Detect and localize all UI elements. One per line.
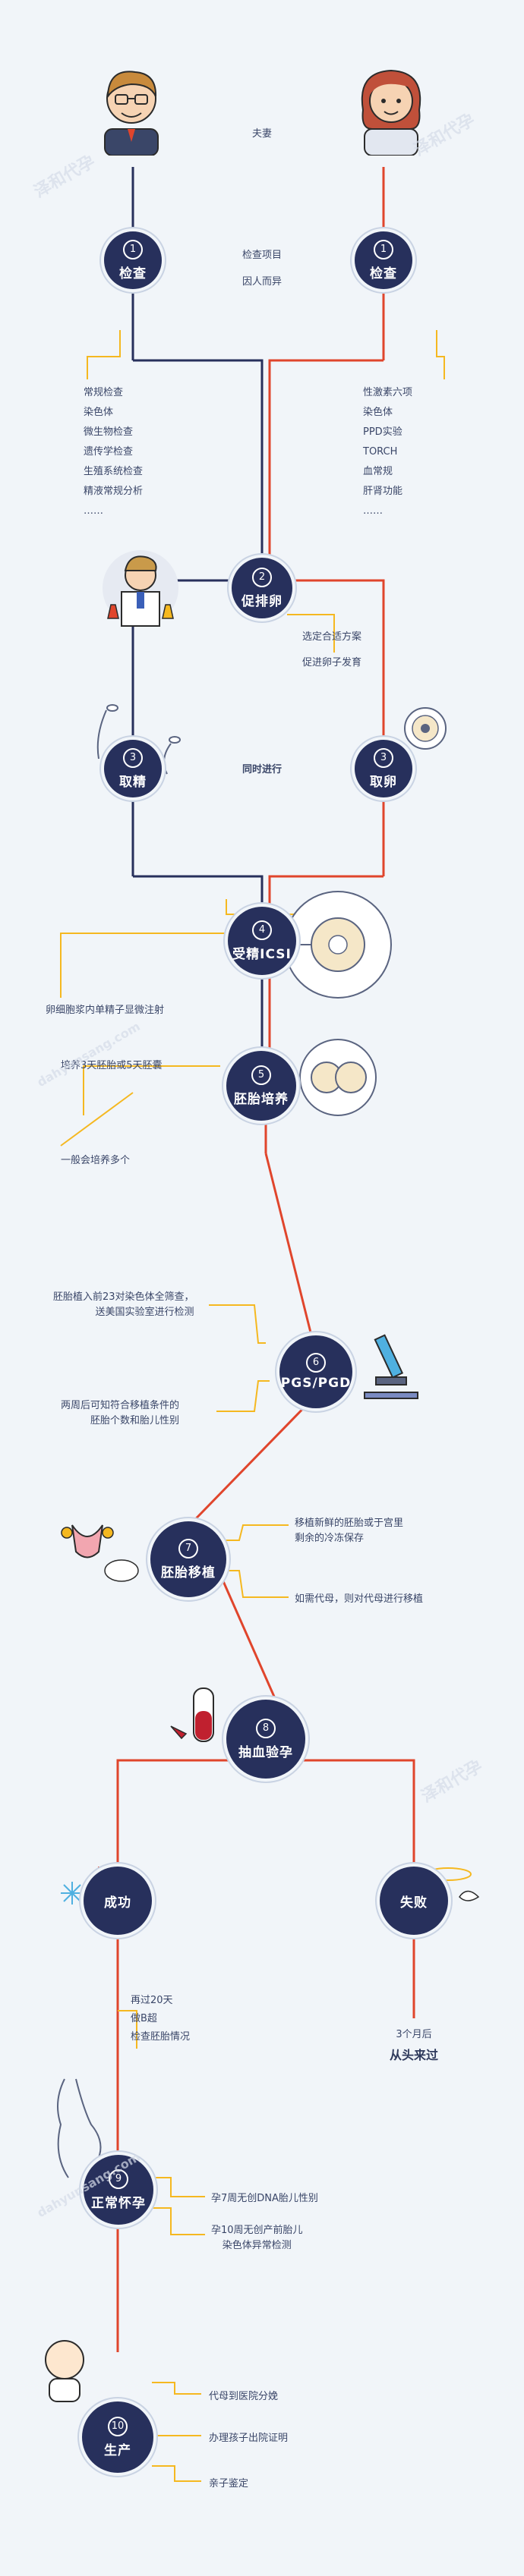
microscope-icon [364,1334,418,1399]
step1-female-number: 1 [374,239,393,259]
list-item: 肝肾功能 [363,486,403,497]
step2-title: 促排卵 [241,593,283,609]
pregnant-woman-icon [57,2078,102,2178]
note-brackets [60,330,445,2482]
uterus-icon [61,1524,139,1582]
list-item: 染色体 [84,407,114,418]
list-item: 性激素六项 [363,387,413,398]
step1-male-node: 1 检查 [104,231,162,289]
step10-number: 10 [108,2416,128,2436]
couple-label: 夫妻 [251,128,272,140]
step7-number: 7 [178,1538,198,1558]
step4-node: 4 受精ICSI [228,907,296,975]
step5-title: 胚胎培养 [234,1091,289,1107]
step6-number: 6 [306,1353,326,1373]
egg-icon [404,707,447,750]
step6-note-2: 两周后可知符合移植条件的 胚胎个数和胎儿性别 [61,1400,180,1426]
step3-right-title: 取卵 [370,774,397,790]
success-notes: 再过20天 做B超 检查胚胎情况 [131,1992,190,2046]
step7-note-1: 移植新鲜的胚胎或于宫里 剩余的冷冻保存 [295,1518,404,1544]
list-item: 染色体 [363,407,393,418]
list-item: 精液常规分析 [84,486,144,497]
step3-left-number: 3 [123,747,143,768]
embryo-icon [299,1039,377,1116]
step1-male-number: 1 [123,239,143,259]
step5-note-2: 一般会培养多个 [61,1155,131,1166]
list-item: PPD实验 [363,426,402,438]
step1-center-2: 因人而异 [241,276,282,288]
step8-title: 抽血验孕 [238,1744,293,1760]
step9-note-2: 孕10周无创产前胎儿 染色体异常检测 [211,2225,303,2251]
step10-note-2: 办理孩子出院证明 [209,2433,289,2444]
step2-number: 2 [252,567,272,587]
step7-title: 胚胎移植 [161,1565,216,1581]
list-item: 遗传学检查 [84,446,134,458]
step5-node: 5 胚胎培养 [226,1051,296,1121]
step3-right-node: 3 取卵 [355,740,412,797]
step2-node: 2 促排卵 [232,558,292,618]
step9-node: 9 正常怀孕 [84,2155,153,2225]
list-item: TORCH [363,446,398,458]
step8-number: 8 [256,1718,276,1738]
step10-node: 10 生产 [82,2401,153,2473]
step7-note-2: 如需代母，则对代母进行移植 [295,1593,424,1605]
step2-note-2: 促进卵子发育 [302,657,362,668]
step5-note-1: 培养3天胚胎或5天胚囊 [61,1060,163,1071]
sperm-icon [96,704,181,775]
fail-big-note: 从头来过 [389,2048,438,2062]
step6-node: 6 PGS/PGD [279,1335,352,1408]
list-item: …… [363,505,383,517]
blood-tube-icon [170,1687,214,1742]
step3-center-label: 同时进行 [241,764,282,775]
step1-female-list: 性激素六项 染色体 PPD实验 TORCH 血常规 肝肾功能 …… [363,383,412,521]
step6-title: PGS/PGD [280,1376,352,1391]
step4-note: 卵细胞浆内单精子显微注射 [46,1005,165,1016]
step3-left-title: 取精 [119,774,147,790]
step7-node: 7 胚胎移植 [150,1521,226,1597]
step8-node: 8 抽血验孕 [226,1700,305,1779]
list-item: 常规检查 [84,387,124,398]
step4-title: 受精ICSI [232,946,292,962]
step1-female-node: 1 检查 [355,231,412,289]
list-item: 微生物检查 [84,426,134,438]
fail-node: 失败 [380,1867,448,1935]
fail-title: 失败 [400,1895,428,1911]
step10-note-3: 亲子鉴定 [209,2478,249,2490]
list-item: 做B超 [131,2013,157,2024]
doctor-icon [103,550,178,627]
step10-title: 生产 [104,2442,131,2458]
list-item: 血常规 [363,466,393,477]
success-node: 成功 [84,1867,152,1935]
step1-male-list: 常规检查 染色体 微生物检查 遗传学检查 生殖系统检查 精液常规分析 …… [84,383,143,521]
step9-number: 9 [109,2169,128,2189]
baby-icon [45,2340,84,2402]
success-title: 成功 [104,1895,131,1911]
step1-female-title: 检查 [370,266,397,282]
icsi-microscope-icon [284,891,392,999]
step3-left-node: 3 取精 [104,740,162,797]
husband-avatar [90,57,173,156]
step1-male-title: 检查 [119,266,147,282]
step4-number: 4 [252,920,272,940]
step10-note-1: 代母到医院分娩 [209,2391,279,2402]
list-item: …… [84,505,103,517]
fail-note: 3个月后 [396,2029,432,2040]
step9-note-1: 孕7周无创DNA胎儿性别 [211,2193,318,2204]
step5-number: 5 [251,1065,271,1085]
list-item: 再过20天 [131,1995,173,2006]
step6-note-1: 胚胎植入前23对染色体全筛查， 送美国实验室进行检测 [53,1291,194,1318]
step1-center-1: 检查项目 [241,250,282,261]
wife-avatar [349,57,433,156]
step9-title: 正常怀孕 [91,2195,146,2211]
list-item: 生殖系统检查 [84,466,144,477]
step2-note-1: 选定合适方案 [302,631,362,643]
list-item: 检查胚胎情况 [131,2031,191,2043]
step3-right-number: 3 [374,747,393,768]
